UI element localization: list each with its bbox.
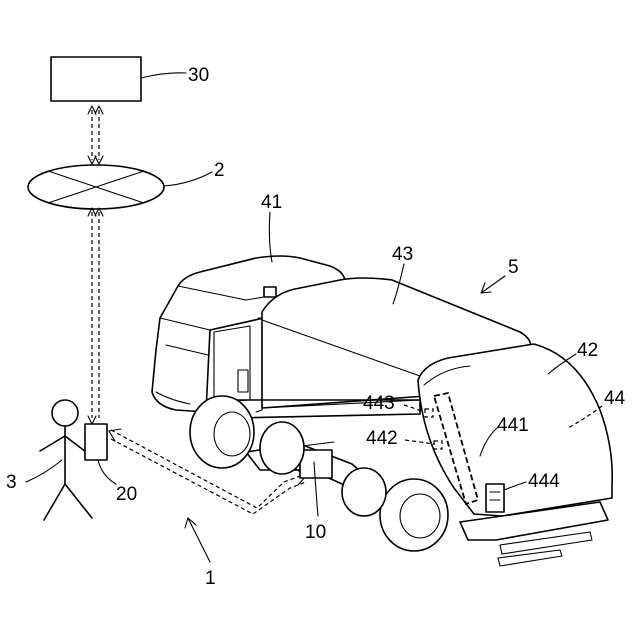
- label-10: 10: [305, 522, 326, 543]
- server-box: [51, 57, 141, 101]
- network-terminal-link: [88, 208, 103, 424]
- label-2: 2: [214, 160, 225, 181]
- label-442: 442: [366, 428, 398, 449]
- label-41: 41: [261, 192, 282, 213]
- label-5: 5: [508, 257, 519, 278]
- vehicle-unit-10: [300, 450, 332, 478]
- terminal-device: [85, 424, 107, 460]
- label-441: 441: [497, 415, 529, 436]
- label-1: 1: [205, 568, 216, 589]
- network-ellipse: [28, 165, 164, 209]
- front-wheel: [190, 396, 304, 474]
- leader-3: [26, 460, 62, 482]
- arrow-1-shaft: [188, 518, 210, 562]
- label-443: 443: [363, 393, 395, 414]
- leader-2: [164, 172, 212, 186]
- label-42: 42: [577, 340, 598, 361]
- label-444: 444: [528, 471, 560, 492]
- label-30: 30: [188, 65, 209, 86]
- rear-wheel: [342, 468, 448, 551]
- control-panel-444: [486, 484, 504, 512]
- label-44: 44: [604, 388, 626, 409]
- leader-20: [98, 460, 116, 484]
- leader-41: [269, 212, 272, 262]
- leader-30: [141, 73, 186, 78]
- label-3: 3: [6, 472, 17, 493]
- server-network-link: [88, 106, 103, 164]
- label-20: 20: [116, 484, 137, 505]
- cab-roof-device: [264, 287, 276, 297]
- label-43: 43: [392, 244, 413, 265]
